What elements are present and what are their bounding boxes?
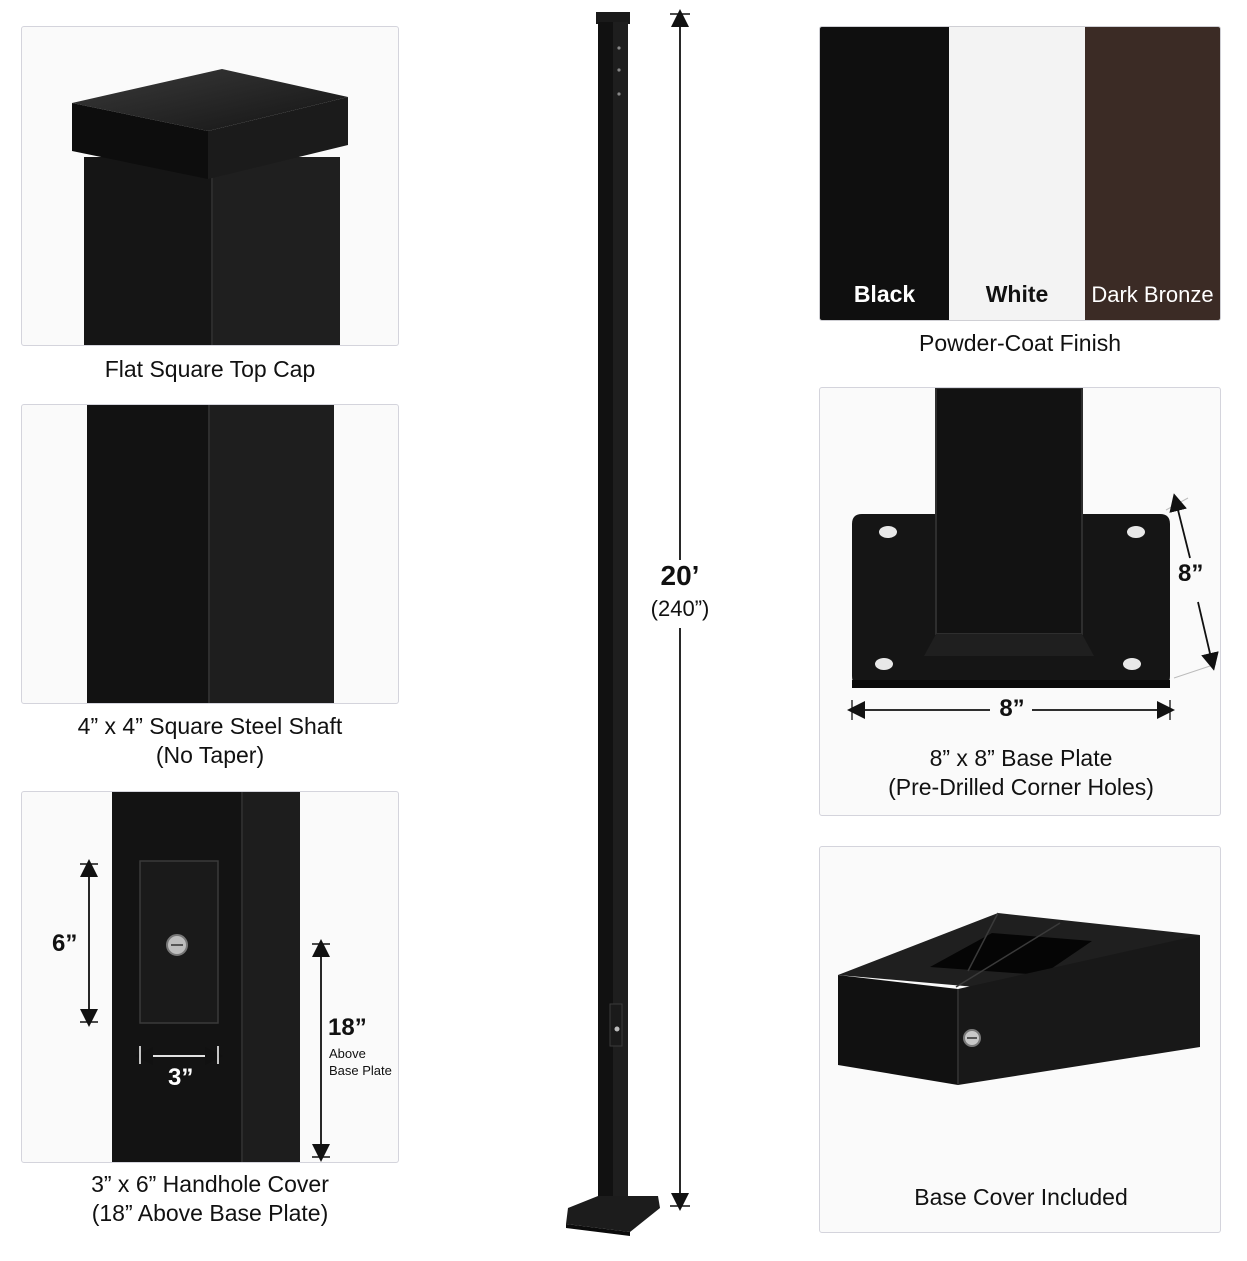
base-plate-illustration (847, 388, 1219, 720)
swatch-black: Black (820, 27, 949, 320)
base-plate-width-label: 8” (999, 695, 1025, 722)
handhole-elevation-label: 18” (328, 1014, 367, 1041)
base-plate-panel: 8” 8” 8” x 8” Base Plate (Pre-Drilled Co… (819, 387, 1221, 816)
swatch-dark-bronze: Dark Bronze (1085, 27, 1220, 320)
handhole-elevation-sub2: Base Plate (329, 1063, 392, 1078)
shaft-caption-line2: (No Taper) (155, 742, 265, 768)
swatch-white: White (949, 27, 1085, 320)
finish-caption: Powder-Coat Finish (919, 330, 1121, 356)
base-plate-depth-label: 8” (1178, 560, 1204, 587)
handhole-caption: 3” x 6” Handhole Cover (18” Above Base P… (21, 1170, 399, 1228)
pole-height-inches: (240”) (650, 596, 710, 621)
base-plate-caption: 8” x 8” Base Plate (Pre-Drilled Corner H… (820, 744, 1220, 802)
swatch-dark-bronze-label: Dark Bronze (1091, 282, 1214, 307)
handhole-width-label: 3” (168, 1064, 194, 1091)
shaft-caption: 4” x 4” Square Steel Shaft (No Taper) (21, 712, 399, 770)
swatch-white-label: White (985, 281, 1049, 307)
base-plate-caption-line2: (Pre-Drilled Corner Holes) (888, 774, 1154, 800)
base-cover-caption: Base Cover Included (914, 1184, 1128, 1210)
top-cap-panel (21, 26, 399, 346)
base-cover-panel: Base Cover Included (819, 846, 1221, 1233)
handhole-caption-line2: (18” Above Base Plate) (91, 1200, 329, 1226)
top-cap-illustration (72, 69, 348, 345)
full-pole-illustration (566, 9, 690, 1236)
handhole-panel: 6” 3” 18” Above Base Plate (21, 791, 399, 1163)
shaft-caption-line1: 4” x 4” Square Steel Shaft (77, 713, 343, 739)
swatch-black-label: Black (853, 281, 916, 307)
handhole-elevation-sub1: Above (329, 1046, 366, 1061)
handhole-caption-line1: 3” x 6” Handhole Cover (91, 1171, 329, 1197)
handhole-illustration (80, 792, 330, 1162)
shaft-illustration (87, 405, 334, 703)
finish-swatch-panel: Black White Dark Bronze (819, 26, 1221, 321)
shaft-panel (21, 404, 399, 704)
top-cap-caption: Flat Square Top Cap (104, 356, 316, 382)
base-cover-illustration (838, 912, 1200, 1085)
base-plate-caption-line1: 8” x 8” Base Plate (929, 745, 1113, 771)
pole-height-label: 20’ (660, 560, 700, 591)
handhole-height-label: 6” (52, 930, 78, 957)
